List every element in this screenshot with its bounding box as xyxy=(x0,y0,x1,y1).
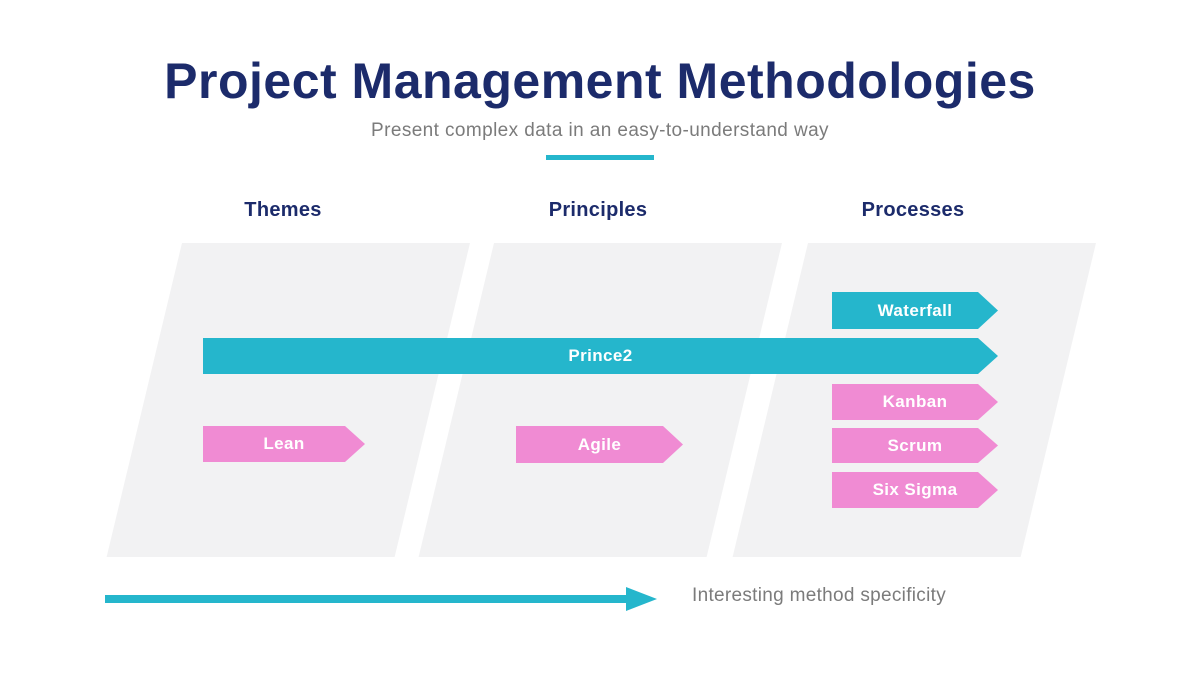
arrow-scrum: Scrum xyxy=(832,428,998,463)
arrow-waterfall: Waterfall xyxy=(832,292,998,329)
column-header-themes: Themes xyxy=(244,199,322,221)
arrow-waterfall-label: Waterfall xyxy=(877,300,953,320)
arrow-agile-label: Agile xyxy=(577,434,622,454)
page-title: Project Management Methodologies xyxy=(164,53,1036,109)
arrow-kanban: Kanban xyxy=(832,384,998,420)
column-header-processes: Processes xyxy=(861,199,965,221)
arrow-six-sigma: Six Sigma xyxy=(832,472,998,508)
specificity-axis-caption: Interesting method specificity xyxy=(692,585,947,606)
panel-principles xyxy=(418,243,782,557)
arrow-scrum-label: Scrum xyxy=(887,435,943,455)
panel-themes xyxy=(106,243,471,557)
arrow-lean-label: Lean xyxy=(263,434,305,453)
column-header-principles: Principles xyxy=(548,199,648,221)
title-underline-accent xyxy=(546,155,654,160)
arrow-prince2: Prince2 xyxy=(203,338,998,374)
arrow-kanban-label: Kanban xyxy=(882,392,948,411)
arrow-lean: Lean xyxy=(203,426,365,462)
page-subtitle: Present complex data in an easy-to-under… xyxy=(371,120,829,141)
arrow-agile: Agile xyxy=(516,426,683,463)
arrow-six-sigma-label: Six Sigma xyxy=(872,480,958,499)
arrow-prince2-label: Prince2 xyxy=(568,346,633,365)
specificity-axis-arrowhead-icon xyxy=(626,587,657,611)
specificity-axis-line xyxy=(105,595,627,603)
